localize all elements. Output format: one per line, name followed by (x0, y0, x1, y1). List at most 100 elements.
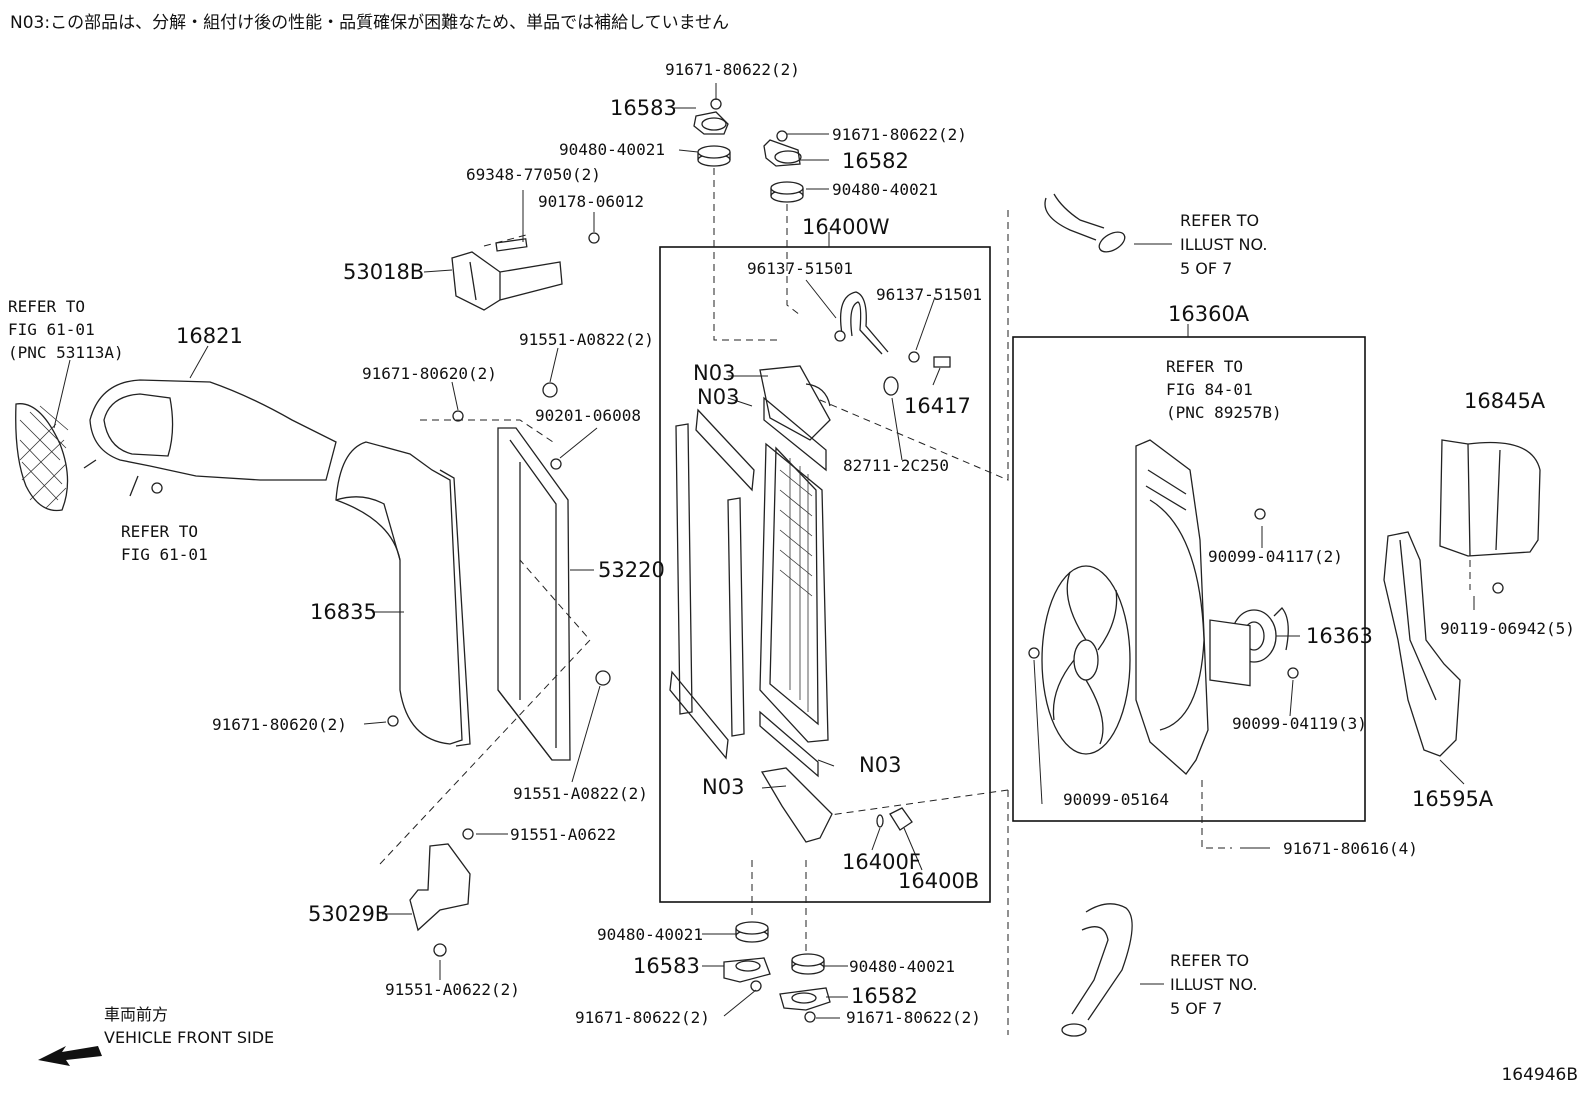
ref-line: REFER TO (1170, 951, 1249, 970)
label-n03-d: N03 (702, 775, 744, 799)
bracket-53029b (409, 843, 471, 932)
label-91671-80622-bl: 91671-80622(2) (575, 1008, 710, 1027)
cushion-90480-bottom-left (735, 921, 769, 943)
label-16821: 16821 (176, 324, 243, 348)
ref-fig-61-01: REFER TO FIG 61-01 (121, 522, 208, 564)
lower-hose (1061, 903, 1133, 1037)
bracket-53018b (451, 232, 600, 311)
label-90099-05164: 90099-05164 (1063, 790, 1169, 809)
ref-line: (PNC 53113A) (8, 343, 124, 362)
label-91551-a0822-a: 91551-A0822(2) (519, 330, 654, 349)
grille-mesh (15, 403, 69, 512)
fan-controller (1209, 619, 1251, 687)
label-90480-40021-br: 90480-40021 (849, 957, 955, 976)
label-91671-80616: 91671-80616(4) (1283, 839, 1418, 858)
bracket-16582-top (763, 130, 802, 167)
cover-16845a (1439, 439, 1541, 557)
label-96137-b: 96137-51501 (876, 285, 982, 304)
front-arrow-icon (38, 1046, 102, 1066)
ref-line: FIG 61-01 (8, 320, 95, 339)
ref-line: FIG 84-01 (1166, 380, 1253, 399)
overflow-hose (839, 291, 889, 355)
label-16360a: 16360A (1168, 302, 1250, 326)
direction-jp: 車両前方 (104, 1005, 169, 1024)
cover-16595a (1383, 531, 1461, 757)
ref-line: REFER TO (1166, 357, 1243, 376)
cushion-90480-top-right (770, 181, 804, 203)
label-91671-80620-b: 91671-80620(2) (212, 715, 347, 734)
label-91551-a0622-b: 91551-A0622(2) (385, 980, 520, 999)
label-90099-04119: 90099-04119(3) (1232, 714, 1367, 733)
label-16582-bottom: 16582 (851, 984, 918, 1008)
drain-plug-16400b (889, 807, 913, 831)
note-text: N03:この部品は、分解・組付け後の性能・品質確保が困難なため、単品では補給して… (10, 13, 730, 33)
label-90480-40021-tr: 90480-40021 (832, 180, 938, 199)
label-16583-bottom: 16583 (633, 954, 700, 978)
radiator-core (759, 442, 829, 743)
bracket-16582-bottom (779, 987, 831, 1011)
label-91551-a0822-b: 91551-A0822(2) (513, 784, 648, 803)
label-90480-40021-bl: 90480-40021 (597, 925, 703, 944)
seal-strips (669, 396, 827, 778)
label-16835: 16835 (310, 600, 377, 624)
label-91671-80622-tr: 91671-80622(2) (832, 125, 967, 144)
ref-line: 5 OF 7 (1170, 999, 1222, 1018)
label-90119: 90119-06942(5) (1440, 619, 1575, 638)
ref-fig-84-01: REFER TO FIG 84-01 (PNC 89257B) (1166, 357, 1282, 422)
label-16582-top: 16582 (842, 149, 909, 173)
air-duct-16821 (83, 379, 337, 497)
figure-number: 164946B (1501, 1065, 1578, 1085)
cushion-90480-top-left (697, 145, 731, 167)
fan-shroud (1135, 439, 1209, 775)
bracket-16583-top (693, 98, 729, 135)
label-16583-top: 16583 (610, 96, 677, 120)
lower-tank (760, 767, 833, 843)
cushion-90480-bottom-right (791, 953, 825, 975)
plug-16417 (933, 356, 951, 368)
label-90480-40021-tl: 90480-40021 (559, 140, 665, 159)
ref-line: ILLUST NO. (1170, 975, 1257, 994)
air-guide-16835 (335, 441, 471, 747)
ref-line: REFER TO (1180, 211, 1259, 230)
label-96137-a: 96137-51501 (747, 259, 853, 278)
support-53220 (497, 427, 571, 761)
ref-line: REFER TO (8, 297, 85, 316)
label-90178: 90178-06012 (538, 192, 644, 211)
ref-line: (PNC 89257B) (1166, 403, 1282, 422)
label-16595a: 16595A (1412, 787, 1494, 811)
ref-line: FIG 61-01 (121, 545, 208, 564)
label-n03-a: N03 (693, 361, 735, 385)
label-91671-80622-top: 91671-80622(2) (665, 60, 800, 79)
label-91551-a0622-a: 91551-A0622 (510, 825, 616, 844)
direction-en: VEHICLE FRONT SIDE (104, 1028, 275, 1047)
ref-fig-61-01-pnc: REFER TO FIG 61-01 (PNC 53113A) (8, 297, 124, 362)
vehicle-front-label: 車両前方 VEHICLE FRONT SIDE (104, 1003, 274, 1049)
fan-shroud-assembly-box (1012, 336, 1366, 822)
label-69348: 69348-77050(2) (466, 165, 601, 184)
cap-82711 (883, 376, 899, 396)
label-n03-b: N03 (697, 385, 739, 409)
label-90201: 90201-06008 (535, 406, 641, 425)
radiator-assembly-box (659, 246, 991, 903)
label-82711: 82711-2C250 (843, 456, 949, 475)
label-16845a: 16845A (1464, 389, 1546, 413)
label-n03-c: N03 (859, 753, 901, 777)
label-16363: 16363 (1306, 624, 1373, 648)
label-53018b: 53018B (343, 260, 424, 284)
label-90099-04117: 90099-04117(2) (1208, 547, 1343, 566)
label-16400f: 16400F (842, 850, 921, 874)
ref-line: ILLUST NO. (1180, 235, 1267, 254)
label-91671-80622-br: 91671-80622(2) (846, 1008, 981, 1027)
ref-line: REFER TO (121, 522, 198, 541)
upper-tank (759, 365, 831, 441)
cooling-fan (1041, 565, 1131, 755)
oring-16400f (876, 814, 884, 828)
ref-illust-5-of-7-bottom: REFER TO ILLUST NO. 5 OF 7 (1170, 951, 1257, 1018)
ref-line: 5 OF 7 (1180, 259, 1232, 278)
label-16417: 16417 (904, 394, 971, 418)
upper-hose (1044, 193, 1126, 253)
label-53220: 53220 (598, 558, 665, 582)
ref-illust-5-of-7-top: REFER TO ILLUST NO. 5 OF 7 (1180, 211, 1267, 278)
bracket-16583-bottom (723, 957, 771, 983)
